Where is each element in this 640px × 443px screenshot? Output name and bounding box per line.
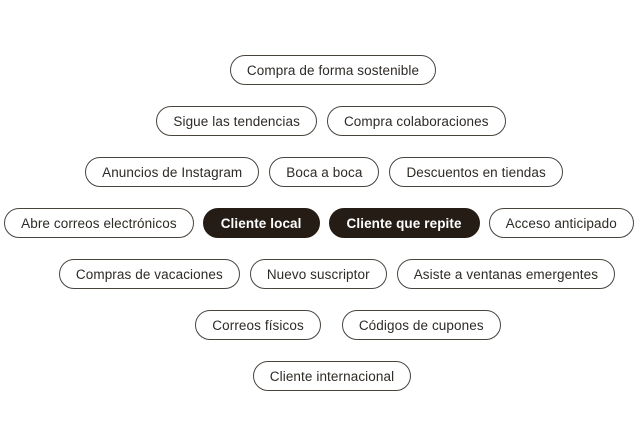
tag-anuncios-de-instagram[interactable]: Anuncios de Instagram xyxy=(85,157,260,187)
tag-row: Abre correos electrónicos Cliente local … xyxy=(0,208,639,238)
tag-cliente-internacional[interactable]: Cliente internacional xyxy=(252,361,412,391)
tag-nuevo-suscriptor[interactable]: Nuevo suscriptor xyxy=(249,259,387,289)
tag-cliente-local[interactable]: Cliente local xyxy=(202,208,320,238)
tag-asiste-a-ventanas-emergentes[interactable]: Asiste a ventanas emergentes xyxy=(396,259,616,289)
tag-abre-correos-electronicos[interactable]: Abre correos electrónicos xyxy=(4,208,194,238)
tag-row: Sigue las tendencias Compra colaboracion… xyxy=(11,106,640,136)
tag-cliente-que-repite[interactable]: Cliente que repite xyxy=(328,208,480,238)
tag-codigos-de-cupones[interactable]: Códigos de cupones xyxy=(341,310,501,340)
tag-row: Anuncios de Instagram Boca a boca Descue… xyxy=(4,157,640,187)
tag-sigue-las-tendencias[interactable]: Sigue las tendencias xyxy=(156,106,317,136)
tag-row: Cliente internacional xyxy=(12,361,640,391)
tag-boca-a-boca[interactable]: Boca a boca xyxy=(269,157,380,187)
tag-compras-de-vacaciones[interactable]: Compras de vacaciones xyxy=(58,259,240,289)
tag-descuentos-en-tiendas[interactable]: Descuentos en tiendas xyxy=(389,157,563,187)
audience-tag-cloud: Compra de forma sostenible Sigue las ten… xyxy=(0,55,640,391)
tag-compra-colaboraciones[interactable]: Compra colaboraciones xyxy=(326,106,506,136)
tag-row: Compras de vacaciones Nuevo suscriptor A… xyxy=(17,259,640,289)
tag-compra-de-forma-sostenible[interactable]: Compra de forma sostenible xyxy=(229,55,437,85)
tag-row: Compra de forma sostenible xyxy=(13,55,640,85)
tag-row: Correos físicos Códigos de cupones xyxy=(28,310,640,340)
tag-acceso-anticipado[interactable]: Acceso anticipado xyxy=(488,208,634,238)
tag-correos-fisicos[interactable]: Correos físicos xyxy=(195,310,321,340)
